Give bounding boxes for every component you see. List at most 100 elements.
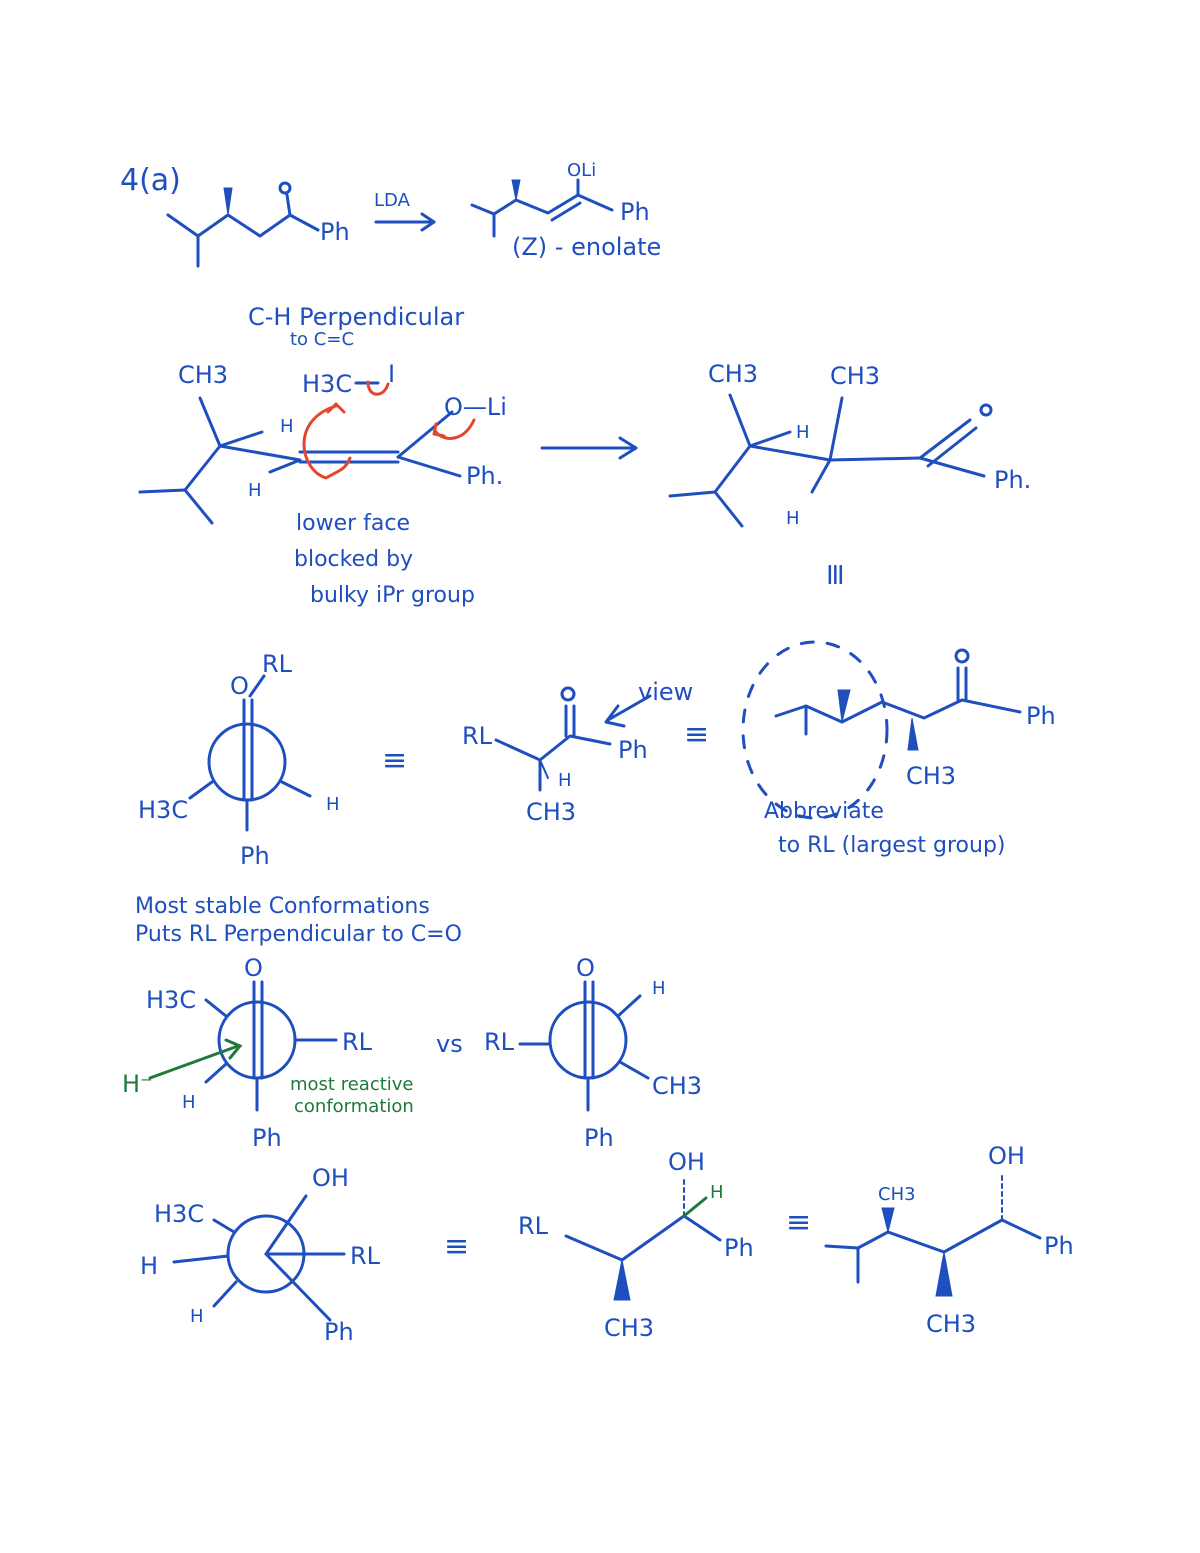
oxygen-atom [954, 648, 970, 664]
oxygen-atom [560, 686, 576, 702]
bond [748, 430, 792, 448]
curly-arrow [302, 404, 352, 480]
newman-circle [207, 722, 287, 802]
equivalence-sign: ≡ [786, 1205, 811, 1240]
reactive-note-2: conformation [294, 1096, 414, 1117]
newman-circle [548, 1000, 628, 1080]
stable-note-2: Puts RL Perpendicular to C=O [135, 922, 462, 947]
h-label: H [652, 978, 666, 999]
ch3-label: CH3 [878, 1184, 916, 1205]
carbonyl-bond [918, 418, 972, 460]
ph-label: Ph [320, 218, 350, 246]
rl-label: RL [262, 650, 293, 678]
wedge-bond [223, 187, 233, 216]
curly-arrow [366, 380, 390, 396]
bond [618, 1060, 650, 1080]
iodine-label: I [388, 360, 395, 388]
lower-face-note-2: blocked by [294, 547, 413, 572]
ch3-label: CH3 [830, 362, 880, 390]
enolate-chain [470, 193, 614, 216]
ph-label: Ph. [466, 462, 503, 490]
wedge-bond [881, 1207, 895, 1233]
ch3-label: CH3 [906, 762, 956, 790]
ch3-label: CH3 [652, 1072, 702, 1100]
row-stable-conformations: Most stable Conformations Puts RL Perpen… [122, 894, 702, 1152]
ch-perp-note-1: C-H Perpendicular [248, 303, 464, 331]
rl-label: RL [518, 1212, 549, 1240]
ph-label: Ph [1044, 1232, 1074, 1260]
hydride-label: H⁻ [122, 1070, 153, 1098]
bond [248, 674, 266, 698]
chain [774, 698, 1022, 724]
z-enolate-label: (Z) - enolate [512, 233, 661, 261]
bond [748, 444, 832, 462]
bond [212, 1218, 236, 1234]
h-label: H [786, 508, 800, 529]
chain [494, 734, 612, 762]
oh-label: OH [988, 1142, 1025, 1170]
oxygen-atom [979, 403, 993, 417]
h-label: H [140, 1252, 158, 1280]
wedge-bond [907, 717, 919, 751]
arrowhead [618, 436, 638, 460]
bond [183, 488, 214, 525]
o-label: O [230, 672, 249, 700]
ch3-label: CH3 [926, 1310, 976, 1338]
bond [204, 998, 228, 1018]
h3c-label: H3C [154, 1200, 204, 1228]
bond [713, 490, 744, 528]
arrowhead [326, 402, 346, 414]
bond [918, 456, 986, 478]
rl-label: RL [462, 722, 493, 750]
wedge-bond [837, 689, 851, 723]
bond [183, 444, 222, 492]
bond [728, 393, 752, 448]
ch3-label: CH3 [526, 798, 576, 826]
view-arrow [606, 694, 652, 722]
h-label: H [710, 1182, 724, 1203]
hydride-attack-arrow [148, 1044, 240, 1080]
lower-face-note-1: lower face [296, 511, 410, 536]
oh-label: OH [668, 1148, 705, 1176]
ph-label: Ph [618, 736, 648, 764]
row-transition-state: C-H Perpendicular to C=C CH3 H H O—Li Ph… [138, 303, 1031, 608]
problem-label: 4(a) [120, 163, 181, 198]
bond [218, 444, 302, 462]
rl-label: RL [350, 1242, 381, 1270]
ph-label: Ph [1026, 702, 1056, 730]
ph-label: Ph [324, 1318, 354, 1346]
ch3-label: CH3 [604, 1314, 654, 1342]
bond [828, 456, 922, 462]
ketone-chain [166, 213, 320, 238]
wedge-bond [511, 179, 521, 201]
bond [280, 780, 312, 798]
bond [668, 490, 717, 498]
o-li-label: O—Li [444, 393, 507, 421]
chain [824, 1218, 1042, 1254]
ph-label: Ph. [994, 466, 1031, 494]
rl-label: RL [484, 1028, 515, 1056]
h3c-label: H3C [146, 986, 196, 1014]
stable-note-1: Most stable Conformations [135, 894, 430, 919]
newman-circle [217, 1000, 297, 1080]
rl-label: RL [342, 1028, 373, 1056]
ch-perp-note-2: to C=C [290, 329, 354, 350]
bond [810, 458, 832, 494]
wedge-bond [935, 1251, 953, 1297]
bond [268, 458, 302, 474]
equivalence-sign: ≡ [444, 1229, 469, 1264]
bond [616, 994, 642, 1018]
ch3-label: CH3 [708, 360, 758, 388]
bond [204, 1062, 228, 1084]
oh-label: OH [312, 1164, 349, 1192]
bond [212, 1280, 238, 1308]
wedge-bond [613, 1259, 631, 1301]
dashed-circle [741, 640, 889, 820]
h-label: H [558, 770, 572, 791]
bond [828, 396, 844, 462]
ph-label: Ph [724, 1234, 754, 1262]
bond [264, 1252, 332, 1322]
h-label: H [248, 480, 262, 501]
chain [564, 1214, 722, 1262]
h-wedge-bond [682, 1196, 708, 1218]
